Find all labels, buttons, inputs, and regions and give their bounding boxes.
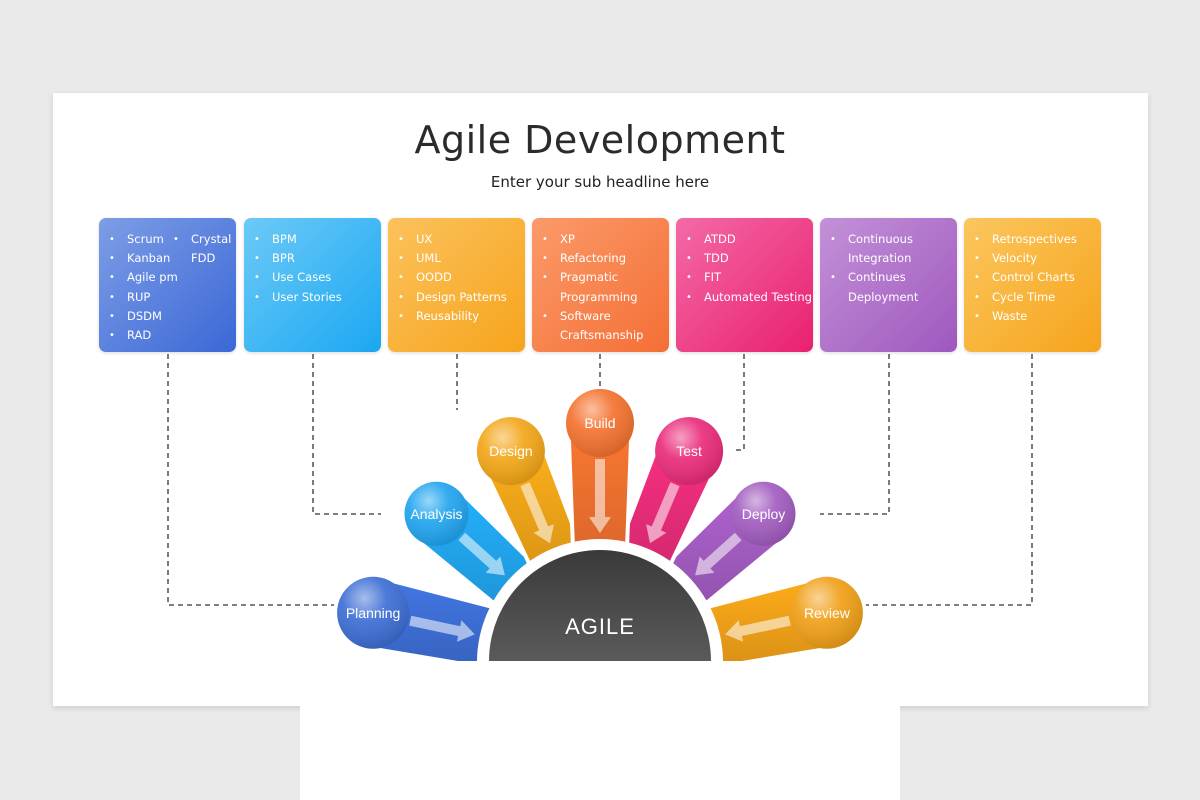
box-item: DSDM	[107, 307, 228, 326]
center-label: AGILE	[565, 614, 635, 639]
phase-label-review: Review	[804, 605, 851, 621]
box-item: Craftsmanship	[560, 327, 644, 342]
box-item: UML	[396, 249, 517, 268]
ball-shine-design	[476, 417, 545, 486]
box-item: FIT	[684, 268, 805, 287]
box-review: Retrospectives Velocity Control Charts C…	[964, 218, 1101, 352]
ball-shine-review	[790, 576, 863, 649]
box-item: UX	[396, 230, 517, 249]
connector-test	[736, 354, 745, 451]
box-item: Control Charts	[972, 268, 1093, 287]
box-item: Kanban	[107, 249, 228, 268]
box-deploy: Continuous Integration Continues Deploym…	[820, 218, 957, 352]
box-planning: Scrum Kanban Agile pm RUP DSDM RAD Cryst…	[99, 218, 236, 352]
box-item: Automated Testing	[684, 288, 812, 307]
connector-review	[866, 354, 1033, 606]
arrow-test	[646, 482, 680, 544]
box-item: Continues	[828, 268, 949, 287]
box-build: XP Refactoring Pragmatic Programming Sof…	[532, 218, 669, 352]
arrow-analysis	[458, 532, 505, 576]
arrow-planning	[409, 615, 475, 642]
box-item: BPM	[252, 230, 373, 249]
page-subtitle: Enter your sub headline here	[490, 173, 710, 191]
box-item: Cycle Time	[972, 288, 1093, 307]
box-item: Continuous	[828, 230, 949, 249]
phase-label-deploy: Deploy	[742, 506, 786, 522]
connector-lines	[167, 354, 1033, 606]
box-item: Pragmatic	[540, 268, 661, 287]
box-item: RUP	[107, 288, 228, 307]
box-item: Reusability	[396, 307, 517, 326]
box-item: XP	[540, 230, 661, 249]
box-item: Agile pm	[107, 268, 228, 287]
box-item: Scrum	[107, 230, 228, 249]
box-item: Design Patterns	[396, 288, 517, 307]
box-item: Retrospectives	[972, 230, 1093, 249]
box-item: Velocity	[972, 249, 1093, 268]
box-test: ATDD TDD FIT Automated Testing	[676, 218, 813, 352]
box-item: Integration	[848, 251, 912, 266]
box-item: Refactoring	[540, 249, 661, 268]
baseline-mask	[300, 661, 900, 800]
box-item: FDD	[191, 251, 216, 266]
box-item: Crystal	[171, 230, 231, 249]
page-title: Agile Development	[414, 118, 786, 162]
box-item: Programming	[560, 289, 638, 304]
phase-label-test: Test	[676, 443, 702, 459]
box-item: Waste	[972, 307, 1093, 326]
phase-label-planning: Planning	[346, 605, 401, 621]
arrow-build	[589, 459, 611, 533]
phase-label-build: Build	[584, 415, 615, 431]
box-item: RAD	[107, 326, 228, 345]
phase-balls: Planning Analysis Design BuildTestDeployRev…	[337, 389, 863, 649]
box-item: TDD	[684, 249, 805, 268]
ball-shine-build	[566, 389, 634, 457]
ball-shine-test	[655, 417, 724, 486]
arrow-deploy	[695, 532, 742, 576]
box-item: BPR	[252, 249, 373, 268]
ball-shine-planning	[337, 576, 410, 649]
ball-shine-analysis	[404, 481, 469, 546]
connector-planning	[167, 354, 334, 606]
phase-label-analysis: Analysis	[410, 506, 462, 522]
arrow-design	[520, 482, 554, 544]
box-item: Software	[540, 307, 661, 326]
center-half-disc	[489, 550, 711, 661]
box-item: OODD	[396, 268, 517, 287]
box-design: UX UML OODD Design Patterns Reusability	[388, 218, 525, 352]
ball-shine-deploy	[731, 481, 796, 546]
box-analysis: BPM BPR Use Cases User Stories	[244, 218, 381, 352]
box-item: ATDD	[684, 230, 805, 249]
box-item: Deployment	[848, 289, 919, 304]
arrow-review	[725, 615, 791, 642]
box-item: Use Cases	[252, 268, 373, 287]
phase-label-design: Design	[489, 443, 533, 459]
box-item: User Stories	[252, 288, 373, 307]
